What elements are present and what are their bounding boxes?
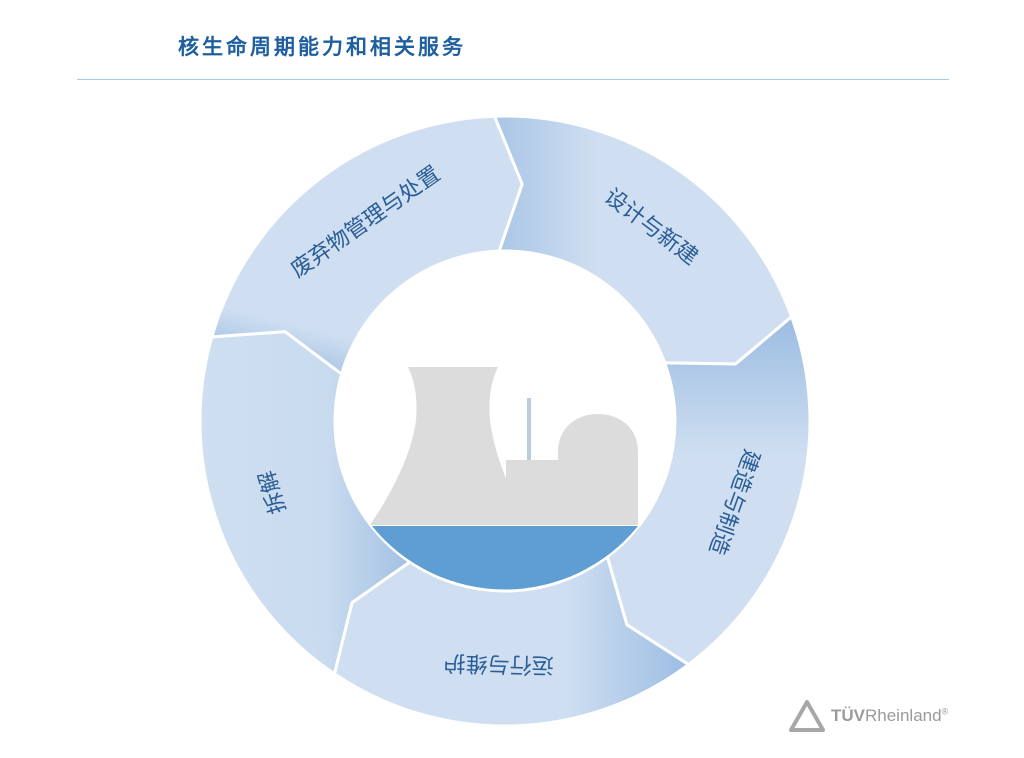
tuv-triangle-logo-icon <box>789 700 825 732</box>
chimney-shape <box>527 398 531 460</box>
reactor-dome-shape <box>558 414 638 525</box>
cooling-tower-shape <box>370 367 530 525</box>
title-divider <box>77 79 949 80</box>
cycle-label-operation: 运行与维护 <box>443 649 554 677</box>
turbine-hall-shape <box>506 460 558 525</box>
nuclear-power-plant-icon <box>370 367 638 590</box>
page-title: 核生命周期能力和相关服务 <box>178 35 466 59</box>
water-shape <box>372 526 638 590</box>
logo-wordmark: TÜVRheinland® <box>831 706 949 725</box>
tuv-rheinland-logo: TÜVRheinland® <box>789 700 948 732</box>
